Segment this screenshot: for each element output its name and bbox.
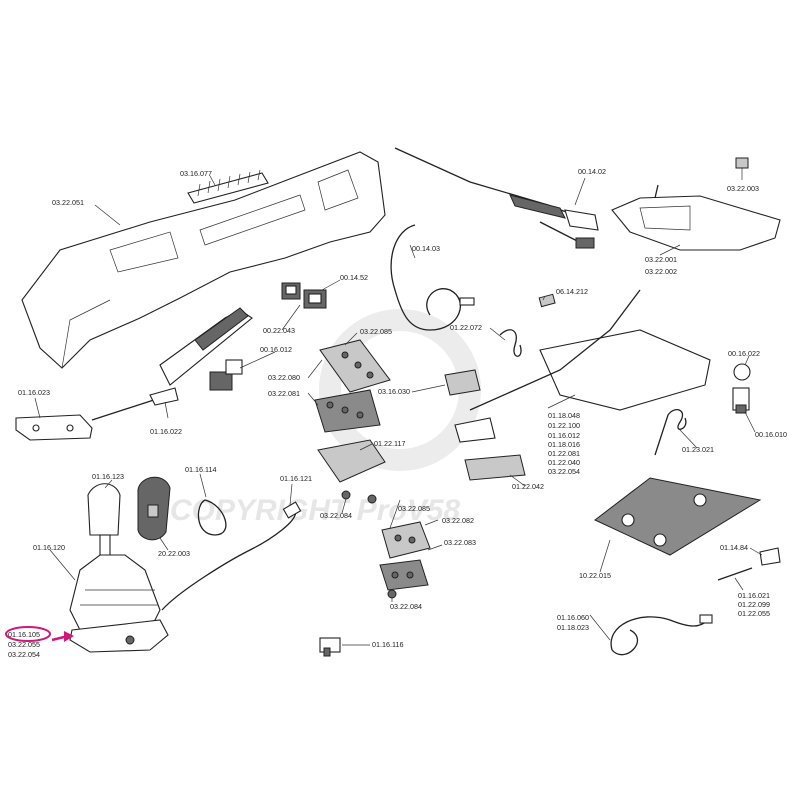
shifter-cable-part[interactable] [161,499,302,611]
part-label[interactable]: 00.16.012 [260,345,292,354]
part-label[interactable]: 03.22.054 [548,467,580,476]
part-label[interactable]: 20.22.003 [158,549,190,558]
speedo-cable-part[interactable] [610,614,713,656]
pedal-pad-small-part[interactable] [381,521,431,559]
part-label[interactable]: 01.16.116 [372,640,403,649]
part-label[interactable]: 01.18.023 [557,623,589,632]
switch-part[interactable] [209,359,243,391]
pedal-rubber-part[interactable] [314,389,381,433]
part-label[interactable]: 03.22.084 [320,511,352,520]
switch-block-part[interactable] [281,282,327,309]
part-label[interactable]: 00.14.02 [578,167,606,176]
part-label[interactable]: 01.16.021 [738,591,770,600]
part-label[interactable]: 03.22.054 [8,650,40,659]
brake-switch-part[interactable] [732,387,750,414]
part-label[interactable]: 01.16.023 [18,388,50,397]
part-label[interactable]: 03.22.002 [645,267,677,276]
part-label[interactable]: 06.14.212 [556,287,588,296]
part-label[interactable]: 03.16.077 [180,169,212,178]
bolt-part[interactable] [387,589,397,599]
sun-visor-part[interactable] [611,184,781,251]
accelerator-pad-part[interactable] [464,454,526,481]
part-label[interactable]: 01.16.123 [92,472,124,481]
part-label[interactable]: 01.16.022 [150,427,182,436]
part-label[interactable]: 03.16.030 [378,387,410,396]
part-label[interactable]: 03.22.083 [444,538,476,547]
return-spring-part[interactable] [654,409,687,456]
watermark-text: COPYRIGHT ProV58 [170,494,460,527]
bracket-part[interactable] [15,414,93,441]
pedal-plate-part[interactable] [317,439,386,483]
nut-part[interactable] [733,363,751,381]
part-label[interactable]: 01.18.048 [548,411,580,420]
reverse-switch-part[interactable] [319,637,341,657]
part-label-highlighted[interactable]: 01.16.105 [8,630,40,639]
gear-boot-part[interactable] [69,554,161,631]
bolt-part[interactable] [367,494,377,504]
watermark: COPYRIGHT ProV58 [170,309,481,527]
handbrake-lever-part[interactable] [91,307,253,421]
part-label[interactable]: 01.22.072 [450,323,482,332]
part-label[interactable]: 01.22.055 [738,609,770,618]
part-label[interactable]: 01.22.099 [738,600,770,609]
part-label[interactable]: 01.22.100 [548,421,580,430]
part-label[interactable]: 03.22.081 [268,389,300,398]
floor-mat-part[interactable] [594,477,762,556]
highlight-marker [5,626,74,642]
part-label[interactable]: 00.14.03 [412,244,440,253]
part-label[interactable]: 03.22.051 [52,198,84,207]
part-label[interactable]: 00.16.010 [755,430,787,439]
sport-gear-knob-part[interactable] [137,476,171,541]
part-label[interactable]: 00.22.043 [263,326,295,335]
part-label[interactable]: 03.22.085 [398,504,430,513]
part-label[interactable]: 03.22.001 [645,255,677,264]
pedal-pad-light-part[interactable] [319,339,391,393]
centre-console-part[interactable] [21,151,386,369]
part-label[interactable]: 03.22.080 [268,373,300,382]
leader-lines [34,168,763,646]
part-label[interactable]: 01.16.121 [280,474,312,483]
part-labels: 03.16.077 03.22.051 00.14.02 03.22.003 0… [8,167,787,659]
antenna-part[interactable] [394,147,599,249]
part-label[interactable]: 01.16.114 [185,465,216,474]
part-label[interactable]: 03.22.055 [8,640,40,649]
pedal-rubber-small-part[interactable] [379,559,429,591]
antenna-cable-part[interactable] [390,224,475,331]
part-label[interactable]: 01.16.012 [548,431,580,440]
fuse-part[interactable] [538,293,556,308]
bolt-part[interactable] [341,490,351,500]
clip-part[interactable] [735,157,749,169]
part-label[interactable]: 01.22.117 [374,439,405,448]
part-label[interactable]: 00.14.52 [340,273,368,282]
part-label[interactable]: 03.22.084 [390,602,422,611]
gear-knob-part[interactable] [87,483,121,564]
gear-base-part[interactable] [69,619,169,653]
part-label[interactable]: 10.22.015 [579,571,611,580]
spring-part[interactable] [499,329,522,357]
connector-part[interactable] [759,547,781,566]
part-label[interactable]: 03.22.003 [727,184,759,193]
part-label[interactable]: 01.22.040 [548,458,580,467]
vent-grille-part[interactable] [187,169,269,204]
pedal-box-assembly-part[interactable] [454,289,711,443]
part-label[interactable]: 03.22.085 [360,327,392,336]
part-label[interactable]: 01.18.016 [548,440,580,449]
part-label[interactable]: 03.22.082 [442,516,474,525]
part-label[interactable]: 01.22.081 [548,449,580,458]
part-label[interactable]: 01.16.120 [33,543,65,552]
part-label[interactable]: 00.16.022 [728,349,760,358]
pedal-pad-part[interactable] [444,369,481,396]
part-label[interactable]: 01.23.021 [682,445,714,454]
bolt-long-part[interactable] [717,567,753,581]
part-label[interactable]: 01.14.84 [720,543,748,552]
part-label[interactable]: 01.16.060 [557,613,589,622]
part-label[interactable]: 01.22.042 [512,482,544,491]
